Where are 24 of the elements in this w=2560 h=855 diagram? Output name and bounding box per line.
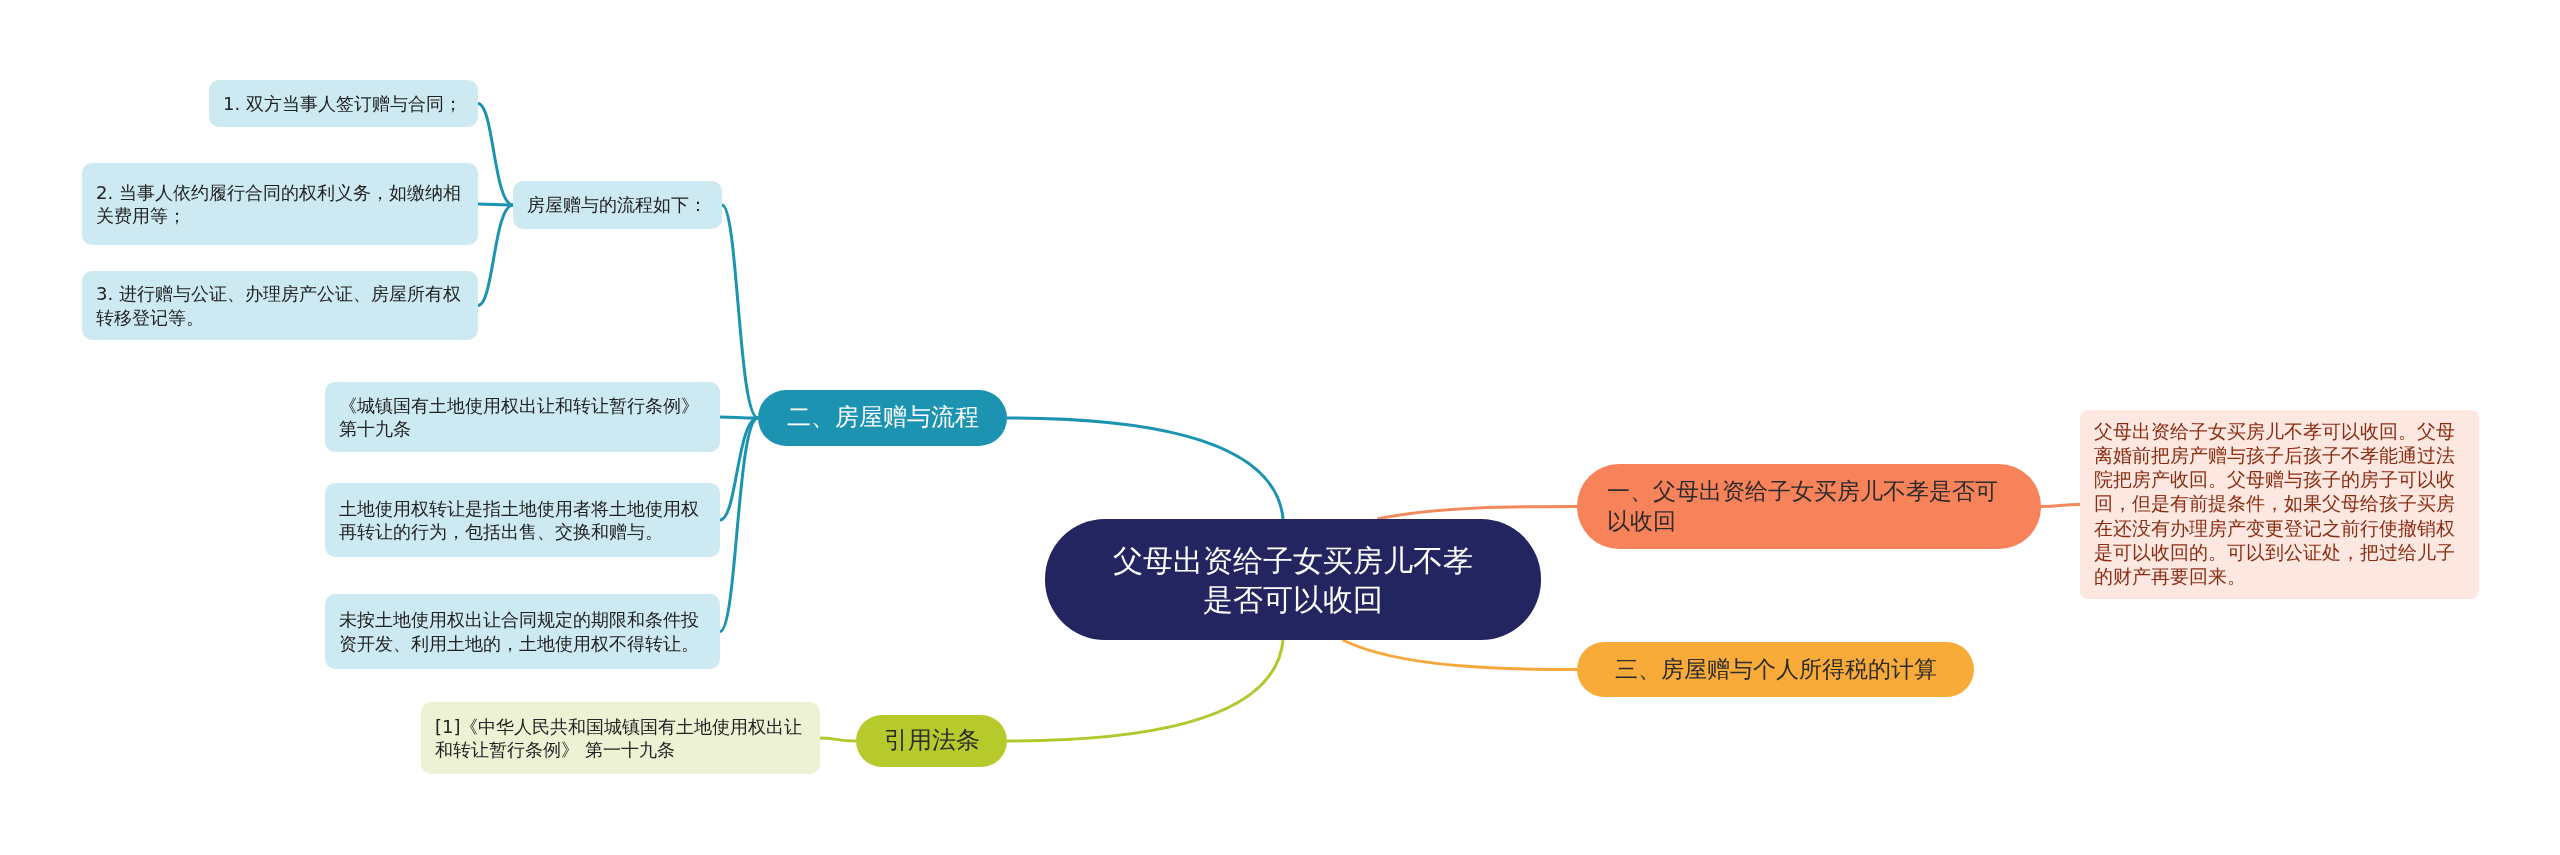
subtopic-box: 3. 进行赠与公证、办理房产公证、房屋所有权转移登记等。 [82, 271, 478, 340]
central-topic: 父母出资给子女买房儿不孝是否可以收回 [1045, 519, 1541, 640]
subtopic-box: 未按土地使用权出让合同规定的期限和条件投资开发、利用土地的，土地使用权不得转让。 [325, 594, 720, 669]
connector-line [1007, 416, 1285, 520]
topic-box: 二、房屋赠与流程 [758, 390, 1007, 446]
subtopic-box: 1. 双方当事人签订赠与合同； [209, 80, 478, 127]
connector-line [1342, 638, 1577, 671]
subtopic-box: 《城镇国有土地使用权出让和转让暂行条例》第十九条 [325, 382, 720, 452]
connector-line [718, 416, 759, 633]
note-box: 父母出资给子女买房儿不孝可以收回。父母离婚前把房产赠与孩子后孩子不孝能通过法院把房产收回。父母赠与孩子的房子可以收回，但是有前提条件，如果父母给孩子买房在还没有办理房产变更登记之前行使撤销权是可以收回的。可以到公证处，把过给儿子的财产再要回来。 [2080, 410, 2479, 599]
connector-line [477, 203, 514, 307]
subtopic-box: 2. 当事人依约履行合同的权利义务，如缴纳相关费用等； [82, 163, 478, 245]
topic-box: 一、父母出资给子女买房儿不孝是否可以收回 [1577, 464, 2041, 549]
connector-line [819, 736, 857, 743]
subtopic-box: 房屋赠与的流程如下： [513, 181, 722, 229]
connector-line [2041, 503, 2080, 508]
topic-box: 引用法条 [856, 715, 1007, 767]
connector-line [720, 415, 758, 420]
subtopic-box: 土地使用权转让是指土地使用者将土地使用权再转让的行为，包括出售、交换和赠与。 [325, 483, 720, 557]
citation-box: [1]《中华人民共和国城镇国有土地使用权出让和转让暂行条例》 第一十九条 [421, 702, 820, 774]
topic-box: 三、房屋赠与个人所得税的计算 [1577, 642, 1974, 697]
connector-line [1377, 505, 1577, 521]
connector-line [478, 202, 513, 207]
connector-line [1007, 639, 1285, 743]
